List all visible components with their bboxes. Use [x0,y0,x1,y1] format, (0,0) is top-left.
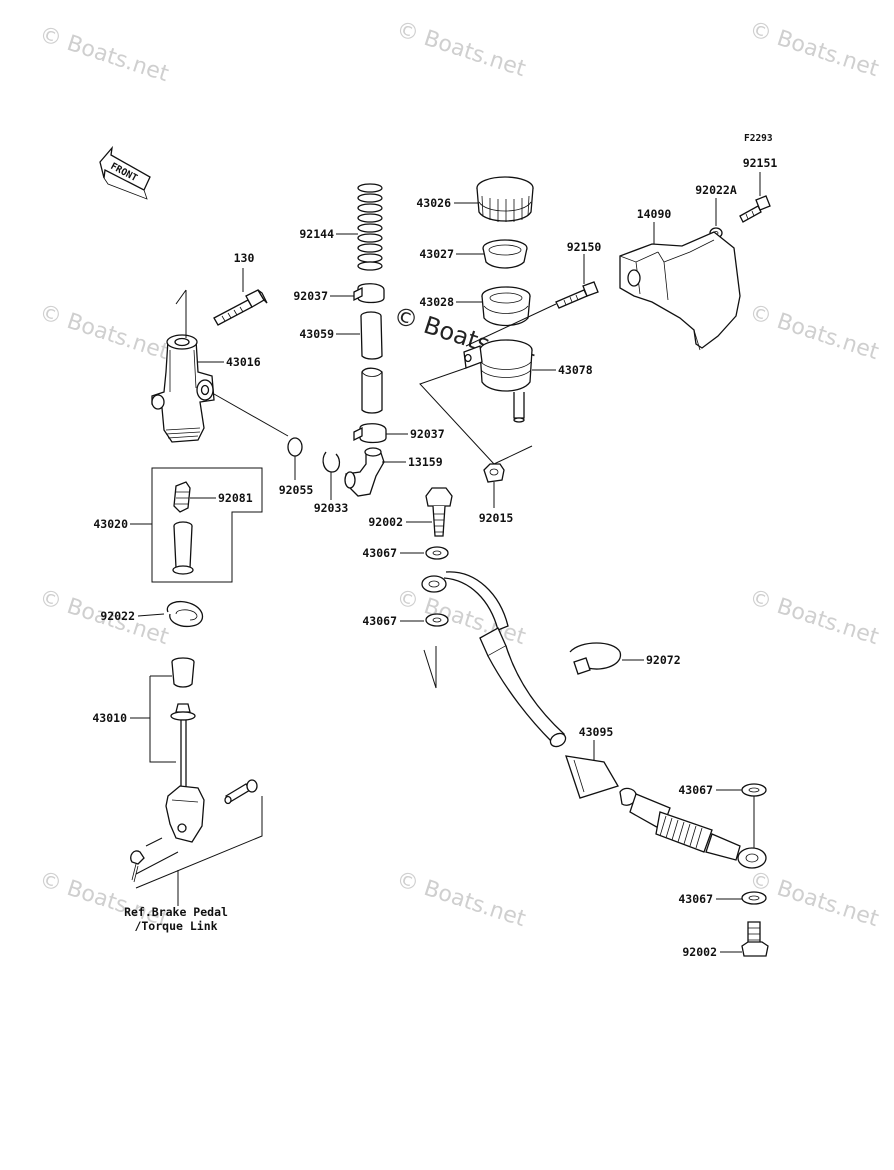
leader-43067-c [716,789,755,848]
label-92022: 92022 [100,609,135,623]
label-43016: 43016 [226,355,261,369]
bolt-92151-icon [739,195,771,223]
label-43028: 43028 [419,295,454,309]
washer-43067-d-icon [741,891,767,905]
hose-43059-icon [360,311,383,414]
label-92002-bottom: 92002 [682,945,717,959]
washer-43067-b-icon [425,613,449,627]
bolt-92150-icon [555,281,599,309]
washer-43067-c-icon [741,783,767,797]
reservoir-cap-43026-icon [476,176,534,222]
piston-kit-box [151,467,263,583]
label-ref-line1: Ref.Brake Pedal [124,905,228,919]
label-92037-bottom: 92037 [410,427,445,441]
clevis-pin-icon [224,779,258,805]
piston-cup-92081-icon [173,481,191,513]
cover-14090-icon [619,231,741,351]
watermark-10: © Boats.net [393,867,529,932]
label-43026: 43026 [416,196,451,210]
part-labels: 92151 92022A 14090 43026 92144 43027 921… [92,156,777,959]
snap-ring-92022-icon [166,600,204,628]
label-43010: 43010 [92,711,127,725]
label-92072: 92072 [646,653,681,667]
watermark-1: © Boats.net [36,22,172,87]
label-14090: 14090 [637,207,672,221]
diaphragm-plate-43027-icon [482,239,528,269]
label-43078: 43078 [558,363,593,377]
banjo-bolt-92002-top-icon [425,487,453,537]
leader-92150-pointer [465,303,557,347]
leader-center-pointer [423,646,437,689]
label-92002-top: 92002 [368,515,403,529]
watermark-4: © Boats.net [36,300,172,365]
leader-43078-mount [419,367,533,465]
watermark-5: © Boats.net [746,300,882,365]
label-43067-a: 43067 [362,546,397,560]
label-92037-top: 92037 [293,289,328,303]
label-43067-d: 43067 [678,892,713,906]
leader-43010 [130,675,176,763]
label-92022A: 92022A [695,183,737,197]
label-43067-c: 43067 [678,783,713,797]
hose-clamp-92072-icon [569,642,622,675]
label-ref-line2: /Torque Link [134,919,217,933]
label-43059: 43059 [299,327,334,341]
circlip-92033-icon [322,451,341,473]
label-92055: 92055 [279,483,314,497]
figure-code: F2293 [744,133,773,144]
nut-92015-icon [483,463,505,483]
label-13159: 13159 [408,455,443,469]
label-92033: 92033 [314,501,349,515]
brake-hose-43095-icon [421,571,767,869]
hose-clamp-92037-bottom-icon [353,423,387,444]
master-cylinder-43016-icon [151,334,215,443]
cotter-pin-icon [130,850,145,883]
reservoir-43078-icon [463,339,533,423]
washer-43067-a-icon [425,546,449,560]
watermark-11: © Boats.net [746,867,882,932]
label-43027: 43027 [419,247,454,261]
watermark-3: © Boats.net [746,17,882,82]
label-130: 130 [234,251,255,265]
watermark-2: © Boats.net [393,17,529,82]
leader-43016-pointer [175,289,187,338]
label-92144: 92144 [299,227,334,241]
label-43020: 43020 [93,517,128,531]
label-92015: 92015 [479,511,514,525]
watermark-7: © Boats.net [393,585,529,650]
label-92150: 92150 [567,240,602,254]
oring-92055-icon [287,437,303,457]
watermark-8: © Boats.net [746,585,882,650]
diaphragm-43028-icon [481,286,531,327]
dust-boot-icon [171,657,195,688]
front-arrow-icon: FRONT [99,145,151,200]
label-43067-b: 43067 [362,614,397,628]
spring-92144-icon [357,183,383,271]
piston-43020-icon [172,521,194,575]
label-92151: 92151 [743,156,778,170]
elbow-fitting-13159-icon [344,447,385,497]
label-92081: 92081 [218,491,253,505]
leader-oring-line [213,393,289,437]
banjo-bolt-92002-bottom-icon [741,921,769,957]
push-rod-43010-icon [165,703,205,843]
hose-clamp-92037-top-icon [353,283,385,304]
label-43095: 43095 [579,725,614,739]
leader-92022 [137,613,165,617]
bolt-130-icon [213,289,268,326]
